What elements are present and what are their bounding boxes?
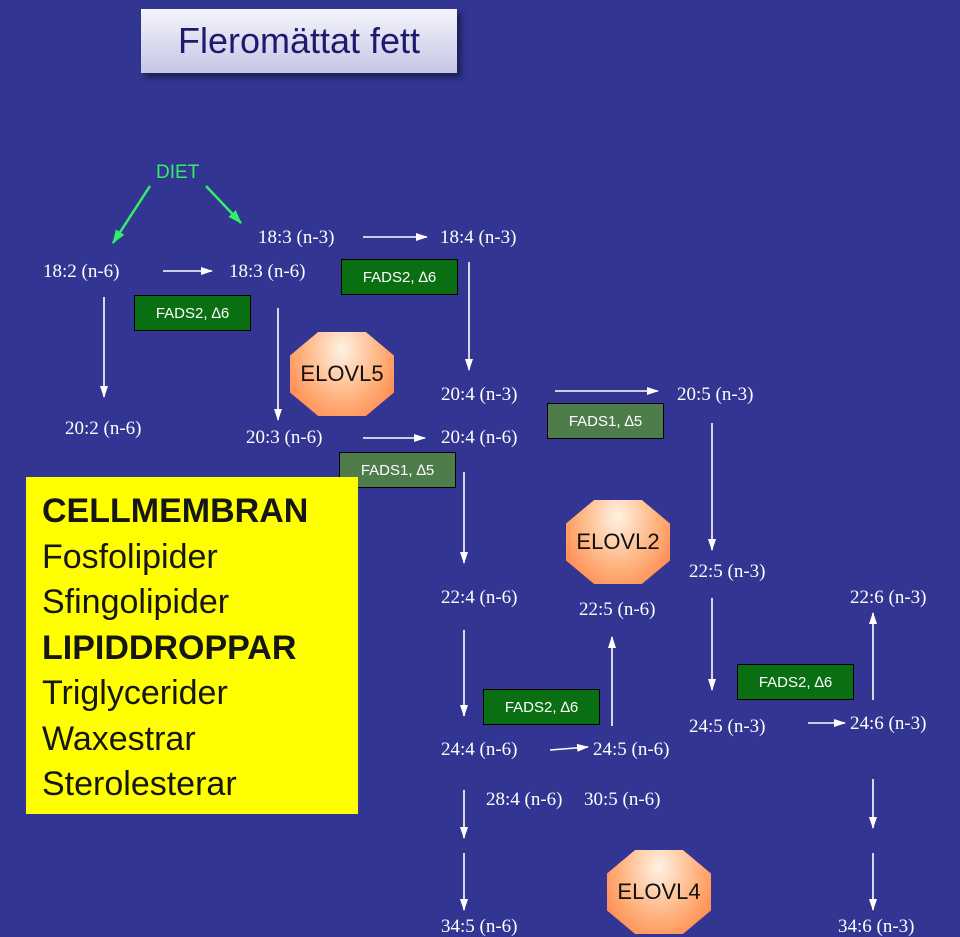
enzyme-fads2-box: FADS2, ∆6: [134, 295, 251, 331]
fatty-acid-24-4-n6: 24:4 (n-6): [441, 739, 518, 760]
cellmembran-item: Fosfolipider: [42, 537, 218, 576]
fatty-acid-18-3-n3: 18:3 (n-3): [258, 227, 335, 248]
enzyme-elovl5-octagon: ELOVL5: [290, 332, 394, 416]
enzyme-fads2-box: FADS2, ∆6: [341, 259, 458, 295]
enzyme-fads1-box: FADS1, ∆5: [547, 403, 664, 439]
fatty-acid-24-5-n3: 24:5 (n-3): [689, 716, 766, 737]
lipid-storage-box: CELLMEMBRAN Fosfolipider Sfingolipider L…: [26, 477, 358, 814]
fatty-acid-18-2-n6: 18:2 (n-6): [43, 261, 120, 282]
fatty-acid-30-5-n6: 30:5 (n-6): [584, 789, 661, 810]
fatty-acid-28-4-n6: 28:4 (n-6): [486, 789, 563, 810]
fatty-acid-20-3-n6: 20:3 (n-6): [246, 427, 323, 448]
fatty-acid-22-5-n3: 22:5 (n-3): [689, 561, 766, 582]
enzyme-elovl4-octagon: ELOVL4: [607, 850, 711, 934]
cellmembran-item: Sfingolipider: [42, 583, 230, 621]
fatty-acid-20-5-n3: 20:5 (n-3): [677, 384, 754, 405]
enzyme-elovl2-octagon: ELOVL2: [566, 500, 670, 584]
lipiddroppar-item: Sterolesterar: [42, 765, 237, 803]
diet-arrow-left: [111, 185, 152, 244]
fatty-acid-20-4-n3: 20:4 (n-3): [441, 384, 518, 405]
fatty-acid-34-6-n3: 34:6 (n-3): [838, 916, 915, 937]
lipiddroppar-heading: LIPIDDROPPAR: [42, 628, 297, 667]
fatty-acid-18-4-n3: 18:4 (n-3): [440, 227, 517, 248]
diet-label: DIET: [156, 162, 200, 183]
enzyme-fads1-box: FADS1, ∆5: [339, 452, 456, 488]
enzyme-fads2-box: FADS2, ∆6: [737, 664, 854, 700]
diet-arrow-right: [205, 185, 242, 224]
lipiddroppar-item: Waxestrar: [42, 719, 196, 758]
fatty-acid-20-4-n6: 20:4 (n-6): [441, 427, 518, 448]
fatty-acid-18-3-n6: 18:3 (n-6): [229, 261, 306, 282]
arrow-24-4n6-to-24-5n6: [549, 743, 589, 752]
fatty-acid-22-6-n3: 22:6 (n-3): [850, 587, 927, 608]
fatty-acid-24-6-n3: 24:6 (n-3): [850, 713, 927, 734]
page-title: Fleromättat fett: [141, 9, 457, 73]
fatty-acid-20-2-n6: 20:2 (n-6): [65, 418, 142, 439]
fatty-acid-34-5-n6: 34:5 (n-6): [441, 916, 518, 937]
fatty-acid-24-5-n6: 24:5 (n-6): [593, 739, 670, 760]
enzyme-fads2-box: FADS2, ∆6: [483, 689, 600, 725]
lipiddroppar-item: Triglycerider: [42, 674, 228, 712]
cellmembran-heading: CELLMEMBRAN: [42, 492, 309, 530]
fatty-acid-22-5-n6: 22:5 (n-6): [579, 599, 656, 620]
fatty-acid-22-4-n6: 22:4 (n-6): [441, 587, 518, 608]
